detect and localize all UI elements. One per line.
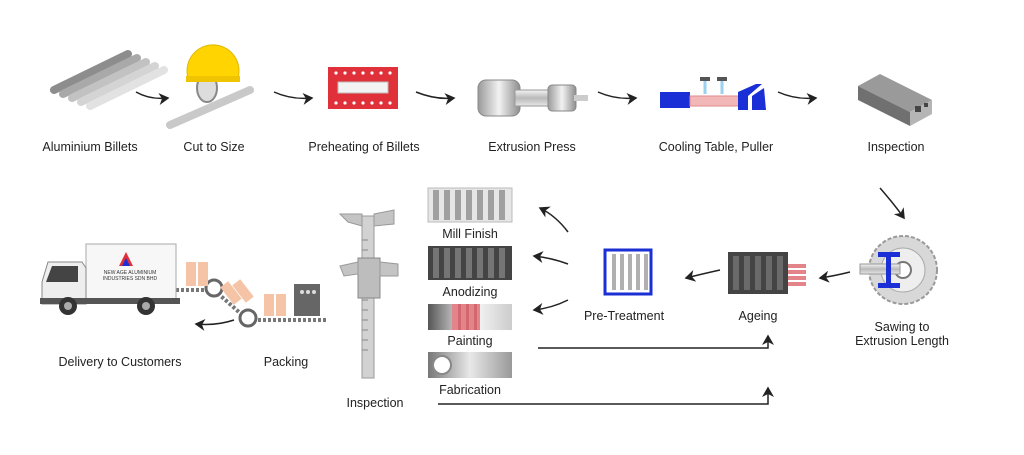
billets-icon [50, 50, 168, 110]
label-preheating: Preheating of Billets [308, 140, 420, 154]
label-inspection-top: Inspection [867, 140, 925, 154]
label-sawing-line1: Sawing to [874, 320, 930, 334]
label-sawing-line2: Extrusion Length [855, 334, 949, 348]
truck-logo-line1: NEW AGE ALUMINIUM [103, 270, 157, 276]
label-fabrication: Fabrication [439, 383, 501, 397]
label-packing: Packing [263, 355, 309, 369]
label-delivery: Delivery to Customers [58, 355, 182, 369]
truck-logo-line2: INDUSTRIES SDN BHD [102, 276, 158, 282]
aluminium-profile-icon [858, 74, 932, 126]
label-extrusion-press: Extrusion Press [488, 140, 576, 154]
label-painting: Painting [447, 334, 493, 348]
caliper-icon [338, 209, 399, 379]
label-aluminium-billets: Aluminium Billets [42, 140, 138, 154]
label-cooling-table: Cooling Table, Puller [658, 140, 774, 154]
flow-arrows [135, 91, 905, 405]
saw-cut-icon [166, 44, 254, 129]
ageing-oven-icon [728, 252, 806, 294]
mill-finish-swatch [427, 187, 513, 223]
label-inspection-bottom: Inspection [346, 396, 404, 410]
anodizing-swatch [428, 246, 512, 280]
cooling-table-icon [660, 77, 766, 110]
label-cut-to-size: Cut to Size [183, 140, 245, 154]
fabrication-swatch [428, 352, 512, 378]
pretreatment-rack-icon [603, 248, 653, 296]
packing-conveyor-icon [176, 262, 328, 328]
label-pre-treatment: Pre-Treatment [583, 309, 665, 323]
label-mill-finish: Mill Finish [442, 227, 498, 241]
painting-swatch [428, 304, 512, 330]
label-anodizing: Anodizing [442, 285, 498, 299]
delivery-truck-icon [40, 243, 180, 315]
label-ageing: Ageing [738, 309, 778, 323]
sawing-disc-icon [859, 235, 938, 305]
extrusion-press-icon [477, 79, 588, 117]
preheat-oven-icon [328, 67, 398, 109]
